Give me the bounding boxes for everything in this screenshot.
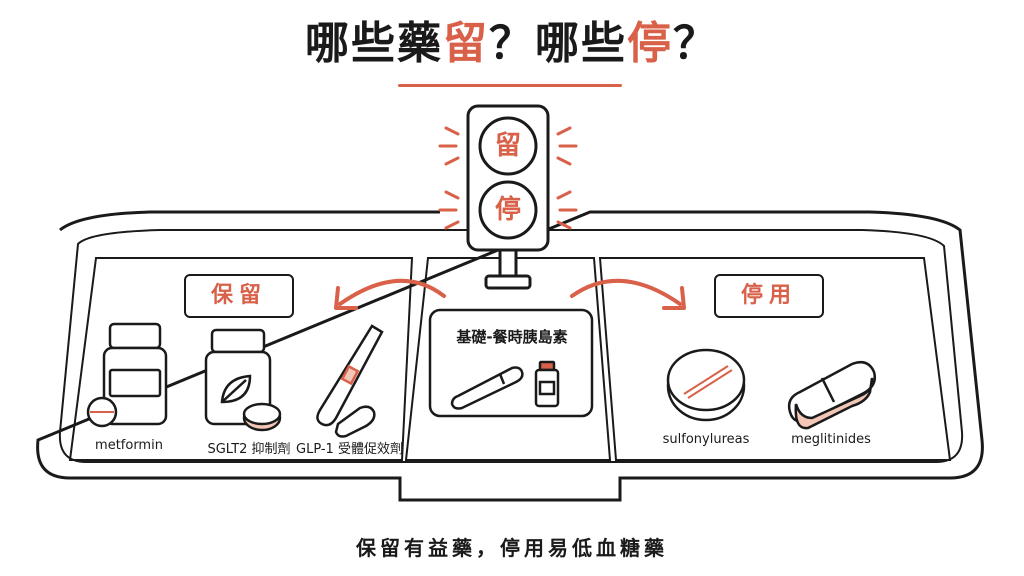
footer-caption: 保留有益藥，停用易低血糖藥 (356, 536, 668, 560)
sulfonylureas-pill-icon (666, 348, 746, 422)
sglt2-pill-icon (242, 402, 282, 432)
title-stop-word: 停 (627, 18, 673, 69)
keep-label: 保留 (184, 274, 294, 318)
stop-label: 停用 (714, 274, 824, 318)
metformin-bottle-icon (102, 322, 168, 426)
traffic-light-stop: 停 (494, 195, 521, 225)
glp1-pen-icon (316, 324, 384, 438)
item-sglt2: SGLT2 抑制劑 (207, 442, 291, 457)
item-glp1: GLP-1 受體促效劑 (296, 442, 403, 457)
title-part3: ？ (673, 18, 719, 69)
compartment-left (68, 257, 414, 461)
traffic-light-keep: 留 (494, 131, 521, 161)
title-keep-word: 留 (443, 18, 489, 69)
light-rays (438, 126, 578, 230)
page-title: 哪些藥留？哪些停？ (0, 14, 1024, 74)
insulin-vial-icon (534, 360, 560, 408)
item-meglitinides: meglitinides (791, 432, 871, 447)
arrow-left-icon (334, 278, 446, 310)
metformin-pill-icon (86, 396, 118, 428)
meglitinides-capsule-icon (787, 361, 876, 430)
arrow-right-icon (570, 278, 686, 310)
item-metformin: metformin (95, 438, 163, 453)
center-title: 基礎-餐時胰島素 (456, 328, 568, 346)
title-part1: 哪些藥 (305, 18, 443, 69)
compartment-right (598, 257, 952, 461)
traffic-light (466, 104, 550, 290)
insulin-pen-icon (450, 366, 524, 410)
item-sulfonylureas: sulfonylureas (662, 432, 750, 447)
title-underline (398, 84, 622, 87)
compartment-center (404, 257, 612, 461)
title-part2: ？哪些 (489, 18, 627, 69)
